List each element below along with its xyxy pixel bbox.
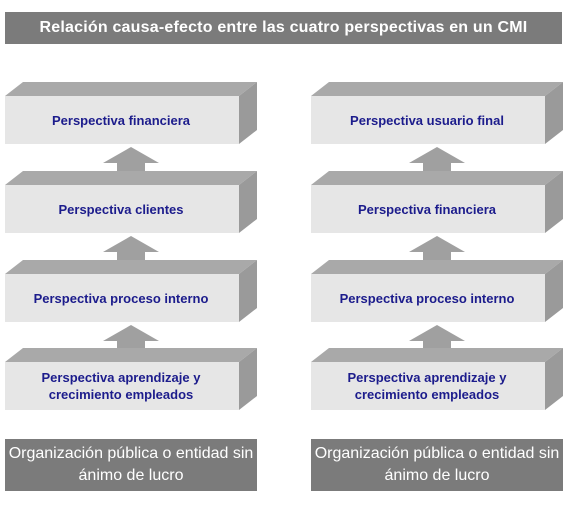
block-perspectiva-clientes: Perspectiva clientes [3, 171, 258, 241]
block-perspectiva-financiera: Perspectiva financiera [309, 171, 564, 241]
block-shape [5, 82, 257, 144]
block-label: Perspectiva usuario final [350, 112, 504, 128]
up-arrow-icon [405, 234, 469, 262]
block-perspectiva-proceso-interno: Perspectiva proceso interno [3, 260, 258, 330]
block-perspectiva-usuario-final: Perspectiva usuario final [309, 82, 564, 152]
up-arrow-icon [99, 234, 163, 262]
block-label: Perspectiva aprendizaje y crecimiento em… [41, 370, 201, 402]
block-label: Perspectiva clientes [58, 201, 184, 217]
block-perspectiva-financiera: Perspectiva financiera [3, 82, 258, 152]
block-shape [311, 260, 563, 322]
diagram-title: Relación causa-efecto entre las cuatro p… [5, 12, 562, 44]
block-perspectiva-aprendizaje: Perspectiva aprendizaje y crecimiento em… [309, 348, 564, 418]
block-shape [311, 82, 563, 144]
up-arrow-icon [405, 323, 469, 351]
organization-box: Organización pública o entidad sin ánimo… [311, 439, 563, 491]
block-shape [5, 260, 257, 322]
block-label: Perspectiva financiera [357, 201, 497, 217]
up-arrow-icon [405, 145, 469, 173]
column-left: Perspectiva financiera Perspectiva clien… [3, 0, 258, 510]
block-shape [311, 348, 563, 410]
up-arrow-icon [99, 323, 163, 351]
block-label: Perspectiva financiera [51, 112, 191, 128]
block-label: Perspectiva proceso interno [339, 290, 515, 306]
block-shape [311, 171, 563, 233]
column-right: Perspectiva usuario final Perspectiva fi… [309, 0, 564, 510]
organization-box: Organización pública o entidad sin ánimo… [5, 439, 257, 491]
up-arrow-icon [99, 145, 163, 173]
block-perspectiva-proceso-interno: Perspectiva proceso interno [309, 260, 564, 330]
block-perspectiva-aprendizaje: Perspectiva aprendizaje y crecimiento em… [3, 348, 258, 418]
block-shape [5, 348, 257, 410]
block-label: Perspectiva aprendizaje y crecimiento em… [347, 370, 507, 402]
block-shape [5, 171, 257, 233]
block-label: Perspectiva proceso interno [33, 290, 209, 306]
